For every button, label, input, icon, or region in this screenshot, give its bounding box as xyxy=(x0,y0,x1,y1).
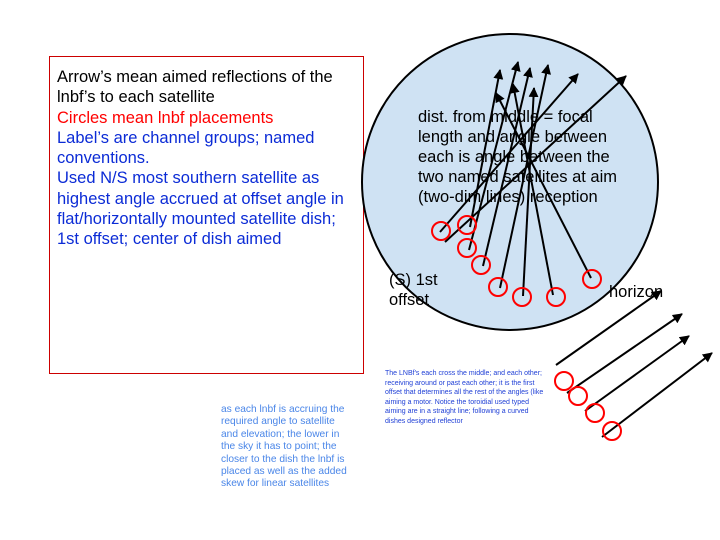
lnbf-circle xyxy=(585,403,605,423)
legend-circles-meaning: Circles mean lnbf placements xyxy=(57,108,274,127)
lnbf-circle xyxy=(546,287,566,307)
lnbf-circle xyxy=(582,269,602,289)
lnbf-circle xyxy=(568,386,588,406)
lnbf-circle xyxy=(554,371,574,391)
horizon-label: horizon xyxy=(609,283,664,301)
reflection-arrow xyxy=(439,73,579,233)
horizon-arrow xyxy=(601,352,713,438)
reflection-arrow xyxy=(509,83,554,296)
reflection-arrow xyxy=(495,92,592,279)
lnbf-circle xyxy=(512,287,532,307)
lnbf-circle xyxy=(488,277,508,297)
first-offset-label: (S) 1st offset xyxy=(389,271,438,309)
legend-text: Arrow’s mean aimed reflections of the ln… xyxy=(57,67,357,250)
lnbf-circle xyxy=(457,238,477,258)
horizon-arrow xyxy=(555,290,662,366)
horizon-arrow xyxy=(584,335,690,412)
reflection-arrow xyxy=(444,75,627,243)
lnbf-angle-note: as each lnbf is accruing the required an… xyxy=(221,404,347,490)
horizon-arrows xyxy=(555,290,713,438)
lnbf-crossing-note: The LNBf's each cross the middle; and ea… xyxy=(385,370,544,425)
lnbf-circle xyxy=(457,215,477,235)
dish-reflection-arrows xyxy=(439,61,627,297)
reflection-arrow xyxy=(482,67,533,267)
reflection-arrow xyxy=(522,87,539,297)
legend-arrows-meaning: Arrow’s mean aimed reflections of the ln… xyxy=(57,68,333,107)
legend-box xyxy=(49,56,364,374)
horizon-lnbf-circles xyxy=(554,371,622,441)
reflection-arrow xyxy=(469,69,504,228)
lnbf-circle xyxy=(602,421,622,441)
legend-labels-meaning: Label’s are channel groups; named conven… xyxy=(57,128,315,168)
dish-focal-label: dist. from middle = focal length and ang… xyxy=(418,108,618,206)
lnbf-circle xyxy=(431,221,451,241)
horizon-arrow xyxy=(566,313,683,394)
reflection-arrow xyxy=(499,64,551,289)
legend-offset-explanation: Used N/S most southern satellite as high… xyxy=(57,169,344,249)
dish-lnbf-circles xyxy=(431,215,602,307)
lnbf-circle xyxy=(471,255,491,275)
